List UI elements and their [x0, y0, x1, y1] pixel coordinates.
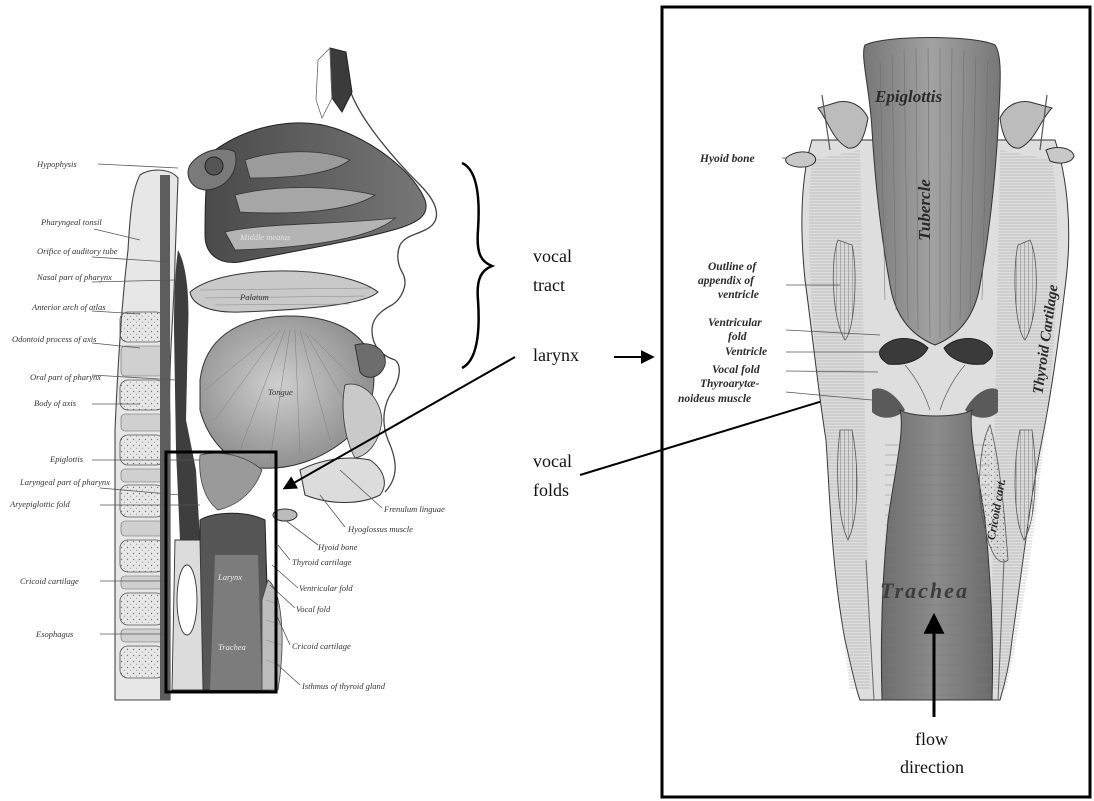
label-flow-direction-2: direction: [900, 757, 964, 777]
label-odontoid-process: Odontoid process of axis: [12, 334, 97, 344]
label-cricoid-cartilage-right: Cricoid cartilage: [292, 641, 351, 651]
label-ventricular-fold-2: fold: [728, 331, 747, 343]
label-esophagus: Esophagus: [35, 629, 74, 639]
label-frenulum-linguae: Frenulum linguae: [383, 504, 445, 514]
coronal-section: Epiglottis Hyoid bone Tubercle Outline o…: [662, 7, 1090, 797]
label-ventricular-fold-1: Ventricular: [708, 317, 762, 329]
label-outline-appendix-1: Outline of: [708, 261, 757, 273]
nasal-bone: [330, 48, 352, 112]
label-outline-appendix-2: appendix of: [698, 275, 755, 287]
cervical-spine: [115, 170, 178, 700]
label-oral-part-pharynx: Oral part of pharynx: [30, 372, 101, 382]
label-vocal-tract-1: vocal: [533, 246, 572, 266]
label-laryngeal-part-pharynx: Laryngeal part of pharynx: [19, 477, 110, 487]
label-hypophysis: Hypophysis: [36, 159, 77, 169]
label-flow-direction-1: flow: [915, 729, 948, 749]
label-thyroarytaenoideus-2: noideus muscle: [678, 393, 751, 405]
label-pharyngeal-tonsil: Pharyngeal tonsil: [40, 217, 102, 227]
label-anterior-arch-atlas: Anterior arch of atlas: [31, 302, 106, 312]
label-hyoid-bone-coronal: Hyoid bone: [699, 153, 755, 165]
label-vocal-fold-left: Vocal fold: [296, 604, 331, 614]
label-nasal-meatus: Middle meatus: [239, 232, 291, 242]
label-larynx: larynx: [533, 345, 579, 365]
label-vocal-fold-coronal: Vocal fold: [712, 364, 760, 376]
label-outline-appendix-3: ventricle: [718, 289, 759, 301]
label-trachea-inner: Trachea: [218, 642, 246, 652]
label-ventricular-fold-left: Ventricular fold: [299, 583, 353, 593]
sagittal-section: Palatum Tongue Larynx Trachea Middle mea…: [9, 48, 445, 700]
label-epiglottis-left: Epiglottis: [49, 454, 84, 464]
label-tubercle: Tubercle: [915, 179, 934, 241]
label-vocal-folds-2: folds: [533, 480, 569, 500]
label-isthmus-thyroid: Isthmus of thyroid gland: [301, 681, 386, 691]
label-tongue: Tongue: [268, 387, 293, 397]
label-ventricle: Ventricle: [725, 346, 767, 358]
label-hyoglossus-muscle: Hyoglossus muscle: [347, 524, 413, 534]
label-larynx-inner: Larynx: [217, 572, 242, 582]
label-nasal-part-pharynx: Nasal part of pharynx: [36, 272, 112, 282]
hard-palate: [190, 271, 378, 312]
label-body-of-axis: Body of axis: [34, 398, 77, 408]
label-palate: Palatum: [239, 292, 269, 302]
label-orifice-auditory-tube: Orifice of auditory tube: [37, 246, 118, 256]
hyoid-bone: [786, 152, 816, 167]
label-epiglottis-coronal: Epiglottis: [874, 87, 942, 106]
label-aryepiglottic-fold: Aryepiglottic fold: [9, 499, 70, 509]
label-cricoid-cartilage-left: Cricoid cartilage: [20, 576, 79, 586]
label-thyroarytaenoideus-1: Thyroarytæ-: [700, 378, 760, 390]
vocal-tract-bracket: [462, 163, 492, 368]
label-vocal-tract-2: tract: [533, 275, 565, 295]
label-hyoid-bone-left: Hyoid bone: [317, 542, 358, 552]
label-trachea-coronal: Trachea: [880, 578, 969, 603]
label-vocal-folds-1: vocal: [533, 451, 572, 471]
label-thyroid-cartilage-left: Thyroid cartilage: [292, 557, 352, 567]
